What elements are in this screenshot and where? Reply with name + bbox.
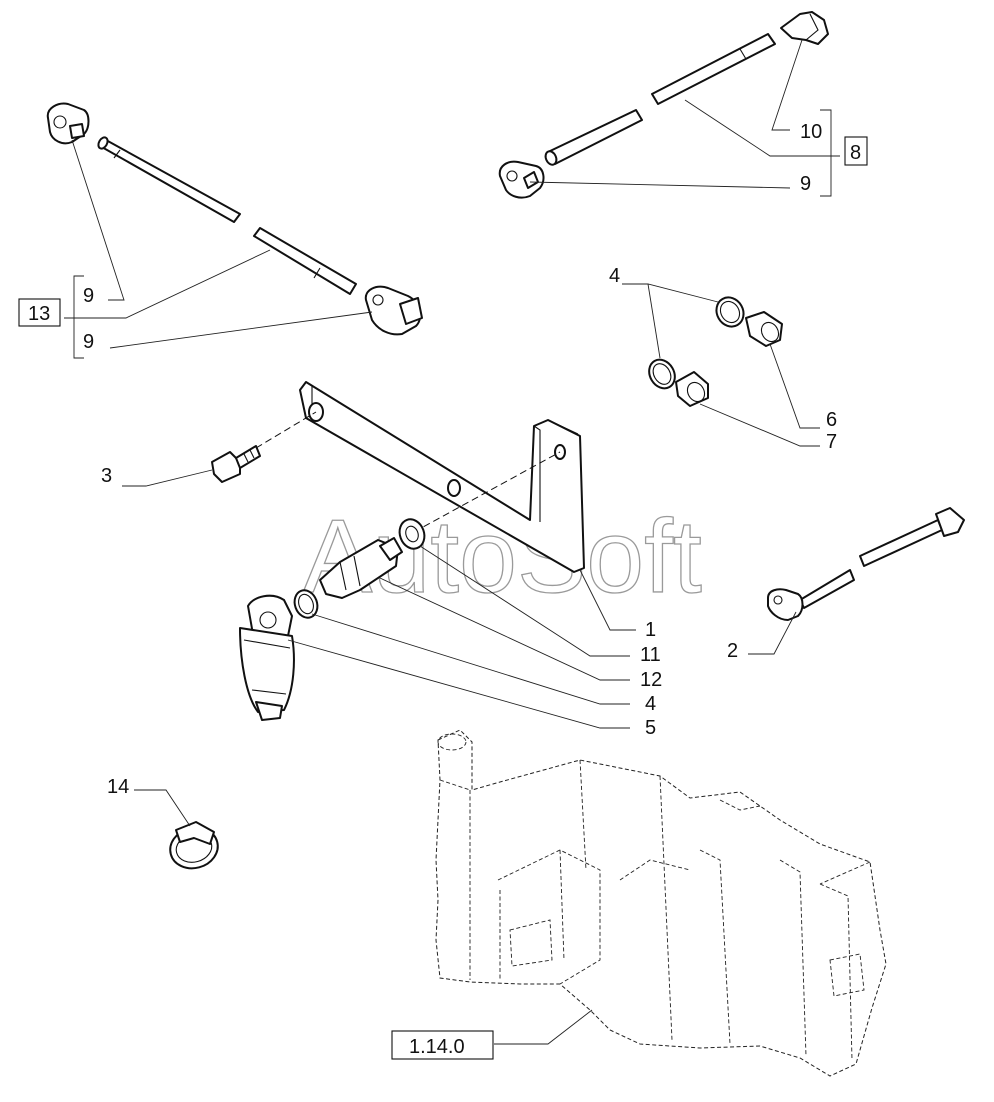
callout-9-top-right: 9	[800, 173, 811, 195]
leader-4-bottom	[311, 613, 630, 705]
tube-right-mid	[767, 507, 965, 621]
leader-2	[748, 611, 797, 655]
bracket-8	[820, 109, 832, 197]
callout-9-left-b: 9	[83, 331, 94, 353]
callout-2: 2	[727, 640, 738, 662]
housing-reference	[435, 729, 887, 1077]
callout-4-bottom: 4	[645, 693, 656, 715]
leader-3	[122, 469, 213, 487]
callout-11: 11	[640, 644, 661, 666]
reference-box	[391, 1030, 494, 1060]
leader-13	[64, 249, 271, 319]
leader-9-top-right	[529, 181, 791, 189]
reference-box-label: 1.14.0	[409, 1036, 465, 1058]
tube-assembly-left	[46, 102, 423, 336]
leader-9-left-a	[71, 139, 125, 301]
callout-3: 3	[101, 465, 112, 487]
leader-7	[699, 403, 820, 447]
leader-4-top-b	[647, 283, 661, 359]
leader-ref	[494, 1009, 593, 1045]
callout-14: 14	[107, 776, 129, 798]
callout-7: 7	[826, 431, 837, 453]
callout-6: 6	[826, 409, 837, 431]
o-ring	[293, 589, 319, 619]
bracket-13	[73, 275, 84, 359]
callout-4-top: 4	[609, 265, 620, 287]
fittings-right	[648, 296, 783, 407]
adapter-fitting	[319, 537, 403, 599]
leader-14	[134, 789, 191, 827]
axis-line-bolt	[255, 411, 317, 449]
callout-12: 12	[640, 669, 662, 691]
filter-bowl	[239, 594, 295, 721]
assembly-box-8	[844, 136, 868, 166]
callout-5: 5	[645, 717, 656, 739]
tube-assembly-top-right	[498, 11, 829, 199]
bolt	[211, 445, 261, 483]
assembly-box-8-label: 8	[850, 142, 861, 164]
leader-11	[419, 545, 630, 657]
leader-1	[579, 569, 636, 631]
assembly-box-13	[18, 298, 61, 327]
assembly-box-13-label: 13	[28, 303, 50, 325]
leader-5	[287, 639, 630, 729]
callout-1: 1	[645, 619, 656, 641]
leader-10	[771, 39, 803, 131]
callout-10: 10	[800, 121, 822, 143]
leader-6	[769, 343, 820, 429]
callout-9-left-a: 9	[83, 285, 94, 307]
hose-clamp	[169, 821, 219, 870]
leader-8	[684, 99, 840, 157]
leader-12	[379, 577, 630, 681]
washer	[398, 518, 426, 550]
leader-4-top-a	[622, 283, 719, 303]
leader-9-left-b	[109, 311, 373, 349]
axis-line-washer	[413, 451, 561, 533]
